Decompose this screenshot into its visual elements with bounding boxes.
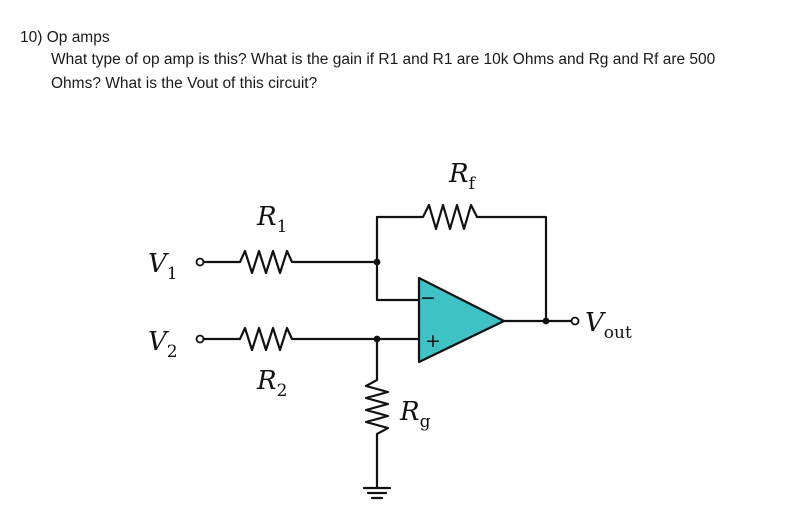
rg-branch-wire (364, 337, 390, 490)
question-title: 10) Op amps (20, 29, 110, 46)
rf-label: Rf (448, 159, 477, 194)
inverting-sign: − (420, 287, 436, 309)
v2-terminal (195, 334, 205, 344)
v2-label: V2 (148, 327, 178, 362)
op-amp-triangle (417, 276, 506, 364)
question-line-1: What type of op amp is this? What is the… (51, 51, 716, 68)
vout-terminal (570, 316, 580, 326)
vout-label: Vout (585, 308, 632, 343)
rg-label: Rg (399, 397, 431, 432)
question-text: What type of op amp is this? What is the… (51, 48, 800, 96)
feedback-wire (375, 203, 548, 323)
v1-label: V1 (148, 249, 178, 284)
v1-terminal (195, 257, 205, 267)
r2-label: R2 (256, 366, 287, 401)
question-block: 10) Op amps What type of op amp is this?… (20, 28, 800, 96)
r1-branch-wire (202, 249, 379, 275)
noninverting-junction (373, 335, 381, 343)
r2-branch-wire (202, 326, 421, 352)
inverting-input-wire (375, 260, 421, 302)
inverting-junction (373, 258, 381, 266)
noninverting-sign: + (425, 330, 441, 352)
ground-icon (362, 486, 392, 500)
r1-label: R1 (256, 202, 287, 237)
question-line-2: Ohms? What is the Vout of this circuit? (51, 75, 318, 92)
output-junction (542, 317, 550, 325)
